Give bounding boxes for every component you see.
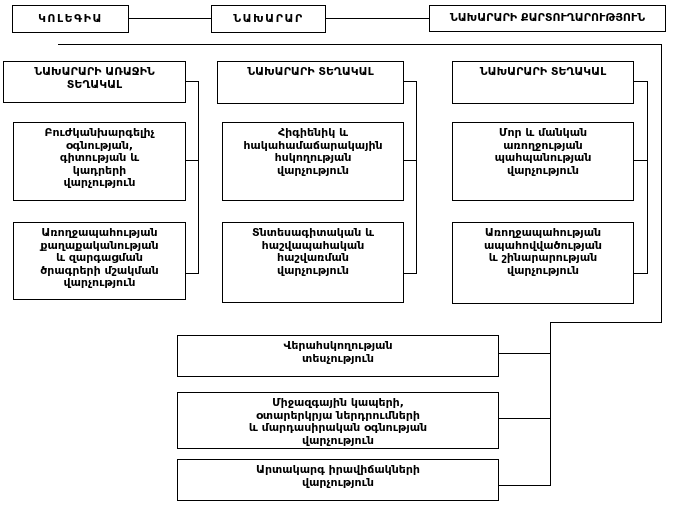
connector-line bbox=[633, 273, 648, 274]
dept-box-col2-row2: Տնտեսագիտական և հաշվապահական հաշվառման վ… bbox=[222, 222, 404, 303]
connector-line bbox=[198, 81, 199, 274]
connector-line bbox=[498, 485, 550, 486]
connector-line bbox=[633, 160, 648, 161]
connector-line bbox=[550, 322, 662, 323]
connector-line bbox=[498, 353, 550, 354]
connector-line bbox=[185, 160, 199, 161]
box-deputy-minister-3: ՆԱԽԱՐԱՐԻ ՏԵՂԱԿԱԼ bbox=[452, 61, 634, 104]
dept-box-col3-row1: Մոր և մանկան առողջության պահպանության վա… bbox=[452, 122, 634, 201]
box-collegium: ԿՈԼԵԳԻԱ bbox=[12, 5, 129, 33]
box-first-deputy-minister: ՆԱԽԱՐԱՐԻ ԱՌԱՋԻՆ ՏԵՂԱԿԱԼ bbox=[3, 61, 186, 103]
connector-line bbox=[647, 81, 648, 274]
bottom-box-international: Միջազգային կապերի, օտարերկրյա ներդրումնե… bbox=[177, 392, 499, 449]
dept-box-col3-row2: Առողջապահության ապահովվածության և շինարա… bbox=[452, 222, 634, 304]
bottom-box-inspection: Վերահսկողության տեսչություն bbox=[177, 335, 499, 377]
connector-line bbox=[403, 160, 417, 161]
connector-line bbox=[325, 18, 429, 19]
connector-line bbox=[58, 44, 662, 45]
connector-line bbox=[185, 273, 199, 274]
connector-line bbox=[185, 81, 199, 82]
connector-line bbox=[661, 44, 662, 323]
box-deputy-minister-2: ՆԱԽԱՐԱՐԻ ՏԵՂԱԿԱԼ bbox=[217, 61, 404, 104]
connector-line bbox=[403, 81, 417, 82]
dept-box-col1-row2: Առողջապահության քաղաքականության և զարգաց… bbox=[13, 222, 186, 300]
connector-line bbox=[403, 273, 417, 274]
connector-line bbox=[416, 81, 417, 274]
dept-box-col2-row1: Հիգիենիկ և հակահամաճարակային հսկողության… bbox=[222, 122, 404, 201]
connector-line bbox=[550, 322, 551, 486]
bottom-box-emergency: Արտակարգ իրավիճակների վարչություն bbox=[177, 459, 499, 501]
dept-box-col1-row1: Բուժկանխարգելիչ օգնության, գիտության և կ… bbox=[13, 122, 186, 201]
connector-line bbox=[128, 18, 211, 19]
connector-line bbox=[633, 81, 648, 82]
connector-line bbox=[498, 418, 550, 419]
box-minister-secretariat: ՆԱԽԱՐԱՐԻ ՔԱՐՏՈՒՂԱՐՈՒԹՅՈՒՆ bbox=[429, 5, 666, 32]
box-minister: ՆԱԽԱՐԱՐ bbox=[211, 5, 326, 33]
